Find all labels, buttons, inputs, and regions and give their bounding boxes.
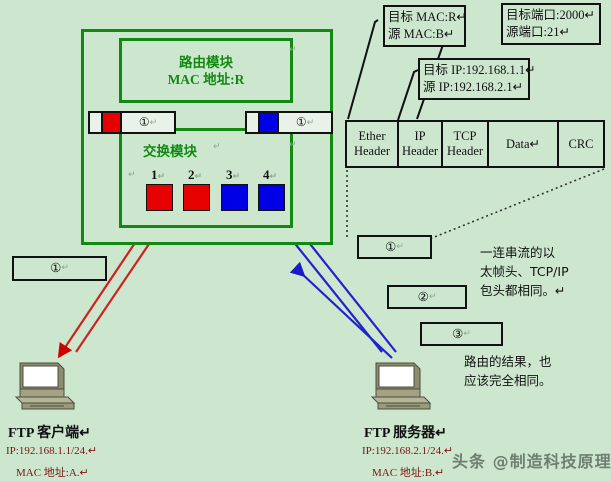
inbound-frame-color-swatch <box>103 113 122 132</box>
outbound-frame-color-swatch <box>260 113 279 132</box>
ftp-server-ip: IP:192.168.2.1/24.↵ <box>362 445 454 457</box>
port-annotation-box: 目标端口:2000↵ 源端口:21↵ <box>501 3 601 45</box>
inbound-frame-box: ①↵ <box>88 111 176 134</box>
packet-cell-crc: CRC <box>568 136 594 151</box>
sequence-box-3-mark: ↵ <box>463 328 471 339</box>
packet-cell-ip-header: IP Header <box>399 122 443 166</box>
note-same-routing-line-1: 路由的结果，也 <box>464 354 552 369</box>
switch-module-box <box>119 128 293 228</box>
inbound-frame-label-text: ① <box>138 115 150 129</box>
sequence-box-3: ③↵ <box>420 322 503 346</box>
port-4-mark: ↵ <box>269 172 278 182</box>
sequence-box-1-mark: ↵ <box>396 241 404 252</box>
inbound-frame-label: ①↵ <box>122 113 174 132</box>
outbound-frame-box: ①↵ <box>245 111 333 134</box>
standalone-frame-box-label: ① <box>50 261 62 275</box>
ftp-client-computer-icon <box>14 362 76 410</box>
ip-annotation-line-1: 目标 IP:192.168.1.1↵ <box>423 63 536 77</box>
port-annotation-line-2: 源端口:21↵ <box>506 25 570 39</box>
port-2-number: 2↵ <box>187 167 203 182</box>
mac-annotation-box: 目标 MAC:R↵ 源 MAC:B↵ <box>383 5 467 47</box>
port-annotation-line-1: 目标端口:2000↵ <box>506 8 595 22</box>
port-1-indicator <box>146 184 173 211</box>
sequence-box-2: ②↵ <box>387 285 467 309</box>
port-4-indicator <box>258 184 285 211</box>
inbound-frame-mark: ↵ <box>149 117 158 128</box>
outbound-frame-preamble <box>247 113 260 132</box>
ftp-client-title: FTP 客户端↵ <box>8 426 91 441</box>
note-same-routing: 路由的结果，也 应该完全相同。 <box>464 352 552 390</box>
router-module-pilcrow-mark: ↵ <box>289 45 297 55</box>
port-1-number: 1↵ <box>150 167 166 182</box>
outbound-frame-label-text: ① <box>295 115 307 129</box>
port-3-number: 3↵ <box>225 167 241 182</box>
packet-cell-data: Data↵ <box>489 122 559 166</box>
port-4-number: 4↵ <box>262 167 278 182</box>
router-module-mac: MAC 地址:R <box>167 71 245 87</box>
port-2-indicator <box>183 184 210 211</box>
port-3-indicator <box>221 184 248 211</box>
switch-module-pilcrow-mark: ↵ <box>213 142 221 152</box>
ftp-server-title: FTP 服务器↵ <box>364 426 447 441</box>
note-same-headers-line-1: 一连串流的以 <box>480 245 556 260</box>
outbound-frame-label: ①↵ <box>279 113 331 132</box>
packet-cell-ether-header: Ether Header <box>347 122 399 166</box>
watermark-text: 头条 @制造科技原理 <box>452 452 611 471</box>
switch-module-right-mark: ↵ <box>289 140 297 150</box>
sequence-box-1-label: ① <box>385 239 397 254</box>
packet-structure-table: Ether Header IP Header TCP Header Data↵ … <box>345 120 605 168</box>
note-same-routing-line-2: 应该完全相同。 <box>464 373 552 388</box>
mac-annotation-line-1: 目标 MAC:R↵ <box>388 10 467 24</box>
outbound-frame-mark: ↵ <box>306 117 315 128</box>
port-3-mark: ↵ <box>232 172 241 182</box>
standalone-frame-box: ①↵ <box>12 256 107 281</box>
port-1-mark: ↵ <box>157 172 166 182</box>
router-module-title: 路由模块 <box>179 54 233 70</box>
note-same-headers-line-3: 包头都相同。↵ <box>480 283 566 298</box>
ports-row-mark: ↵ <box>128 170 136 180</box>
sequence-box-3-label: ③ <box>452 326 464 341</box>
ftp-server-computer-icon <box>370 362 432 410</box>
ip-annotation-line-2: 源 IP:192.168.2.1↵ <box>423 80 524 94</box>
packet-cell-tcp-header: TCP Header <box>443 122 489 166</box>
ftp-client-mac: MAC 地址:A.↵ <box>16 467 89 479</box>
inbound-frame-preamble <box>90 113 103 132</box>
dotted-convergence-lines <box>346 168 605 239</box>
note-same-headers-line-2: 太帧头、TCP/IP <box>480 264 569 279</box>
port-2-mark: ↵ <box>194 172 203 182</box>
router-module-box: 路由模块 MAC 地址:R <box>119 38 293 103</box>
sequence-box-1: ①↵ <box>357 235 432 259</box>
switch-module-title: 交换模块 <box>143 144 197 159</box>
sequence-box-2-mark: ↵ <box>428 291 437 302</box>
ftp-client-ip: IP:192.168.1.1/24.↵ <box>6 445 98 457</box>
sequence-box-2-label: ② <box>417 289 429 304</box>
ftp-server-mac: MAC 地址:B.↵ <box>372 467 445 479</box>
standalone-frame-box-mark: ↵ <box>61 263 69 273</box>
ip-annotation-box: 目标 IP:192.168.1.1↵ 源 IP:192.168.2.1↵ <box>418 58 536 100</box>
note-same-headers: 一连串流的以 太帧头、TCP/IP 包头都相同。↵ <box>480 243 569 300</box>
mac-annotation-line-2: 源 MAC:B↵ <box>388 27 455 41</box>
